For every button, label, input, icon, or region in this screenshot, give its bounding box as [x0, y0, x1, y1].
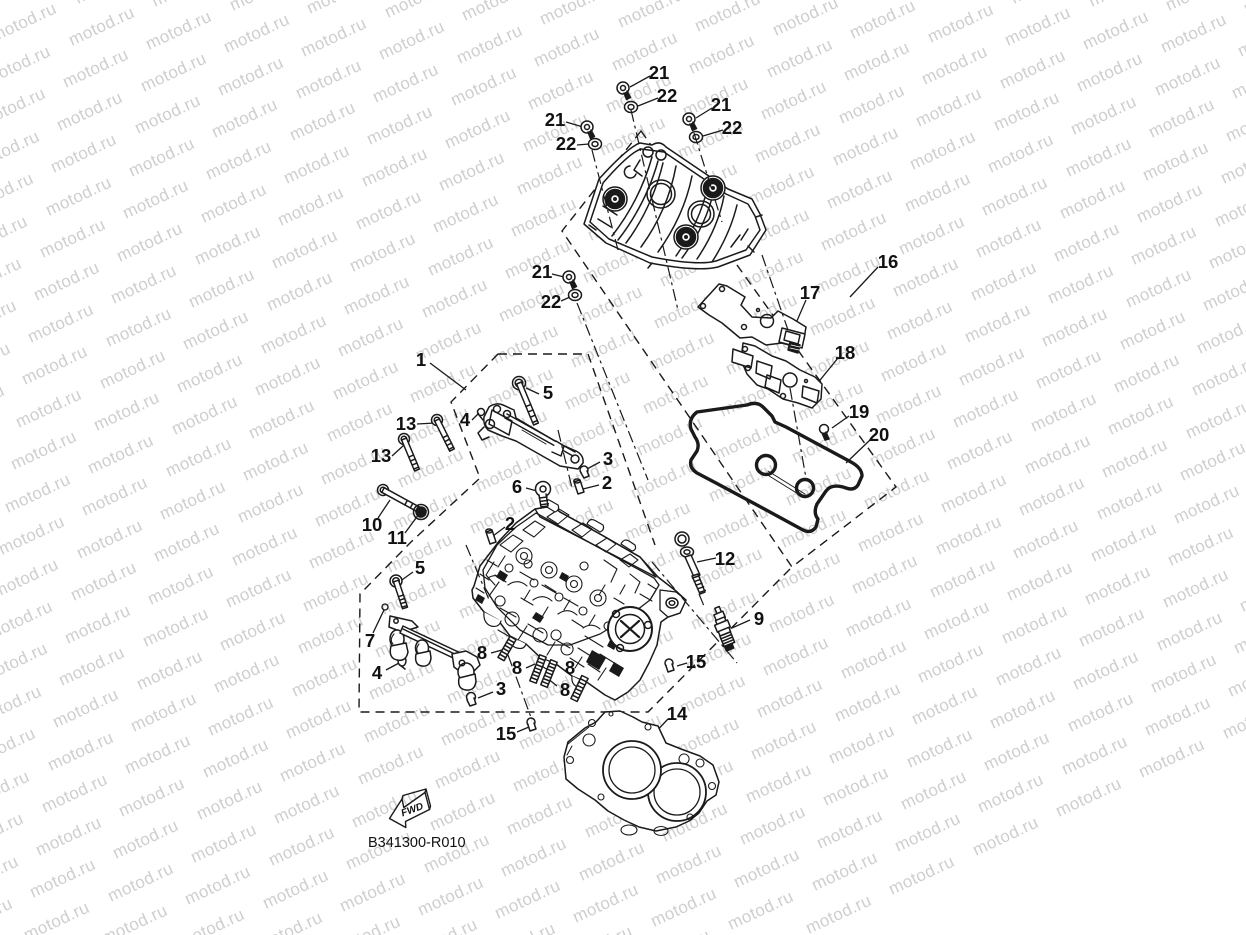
svg-text:5: 5 — [415, 557, 425, 578]
svg-text:8: 8 — [477, 642, 487, 663]
svg-text:21: 21 — [532, 261, 553, 282]
svg-text:14: 14 — [667, 703, 688, 724]
svg-text:12: 12 — [715, 548, 736, 569]
svg-text:10: 10 — [362, 514, 383, 535]
svg-text:15: 15 — [686, 651, 707, 672]
svg-text:22: 22 — [556, 133, 577, 154]
svg-text:B341300-R010: B341300-R010 — [368, 835, 466, 851]
svg-text:5: 5 — [543, 382, 553, 403]
svg-text:1: 1 — [416, 349, 426, 370]
svg-text:19: 19 — [849, 401, 870, 422]
svg-text:15: 15 — [496, 723, 517, 744]
svg-text:2: 2 — [602, 472, 612, 493]
svg-text:6: 6 — [512, 476, 522, 497]
svg-text:21: 21 — [711, 94, 732, 115]
svg-text:4: 4 — [372, 662, 383, 683]
svg-text:11: 11 — [387, 527, 407, 548]
svg-text:8: 8 — [565, 657, 575, 678]
svg-text:4: 4 — [460, 409, 471, 430]
svg-text:3: 3 — [603, 448, 613, 469]
svg-text:22: 22 — [657, 85, 678, 106]
svg-text:17: 17 — [800, 282, 821, 303]
svg-text:8: 8 — [560, 679, 570, 700]
svg-text:13: 13 — [371, 445, 392, 466]
svg-text:2: 2 — [505, 513, 515, 534]
svg-text:16: 16 — [878, 251, 899, 272]
svg-text:7: 7 — [365, 630, 375, 651]
svg-text:13: 13 — [396, 413, 417, 434]
svg-text:8: 8 — [512, 657, 522, 678]
svg-text:3: 3 — [496, 678, 506, 699]
svg-text:22: 22 — [541, 291, 562, 312]
svg-text:21: 21 — [545, 109, 566, 130]
svg-text:9: 9 — [754, 608, 764, 629]
svg-text:22: 22 — [722, 117, 743, 138]
svg-text:20: 20 — [869, 424, 890, 445]
svg-text:21: 21 — [649, 62, 670, 83]
svg-text:18: 18 — [835, 342, 856, 363]
